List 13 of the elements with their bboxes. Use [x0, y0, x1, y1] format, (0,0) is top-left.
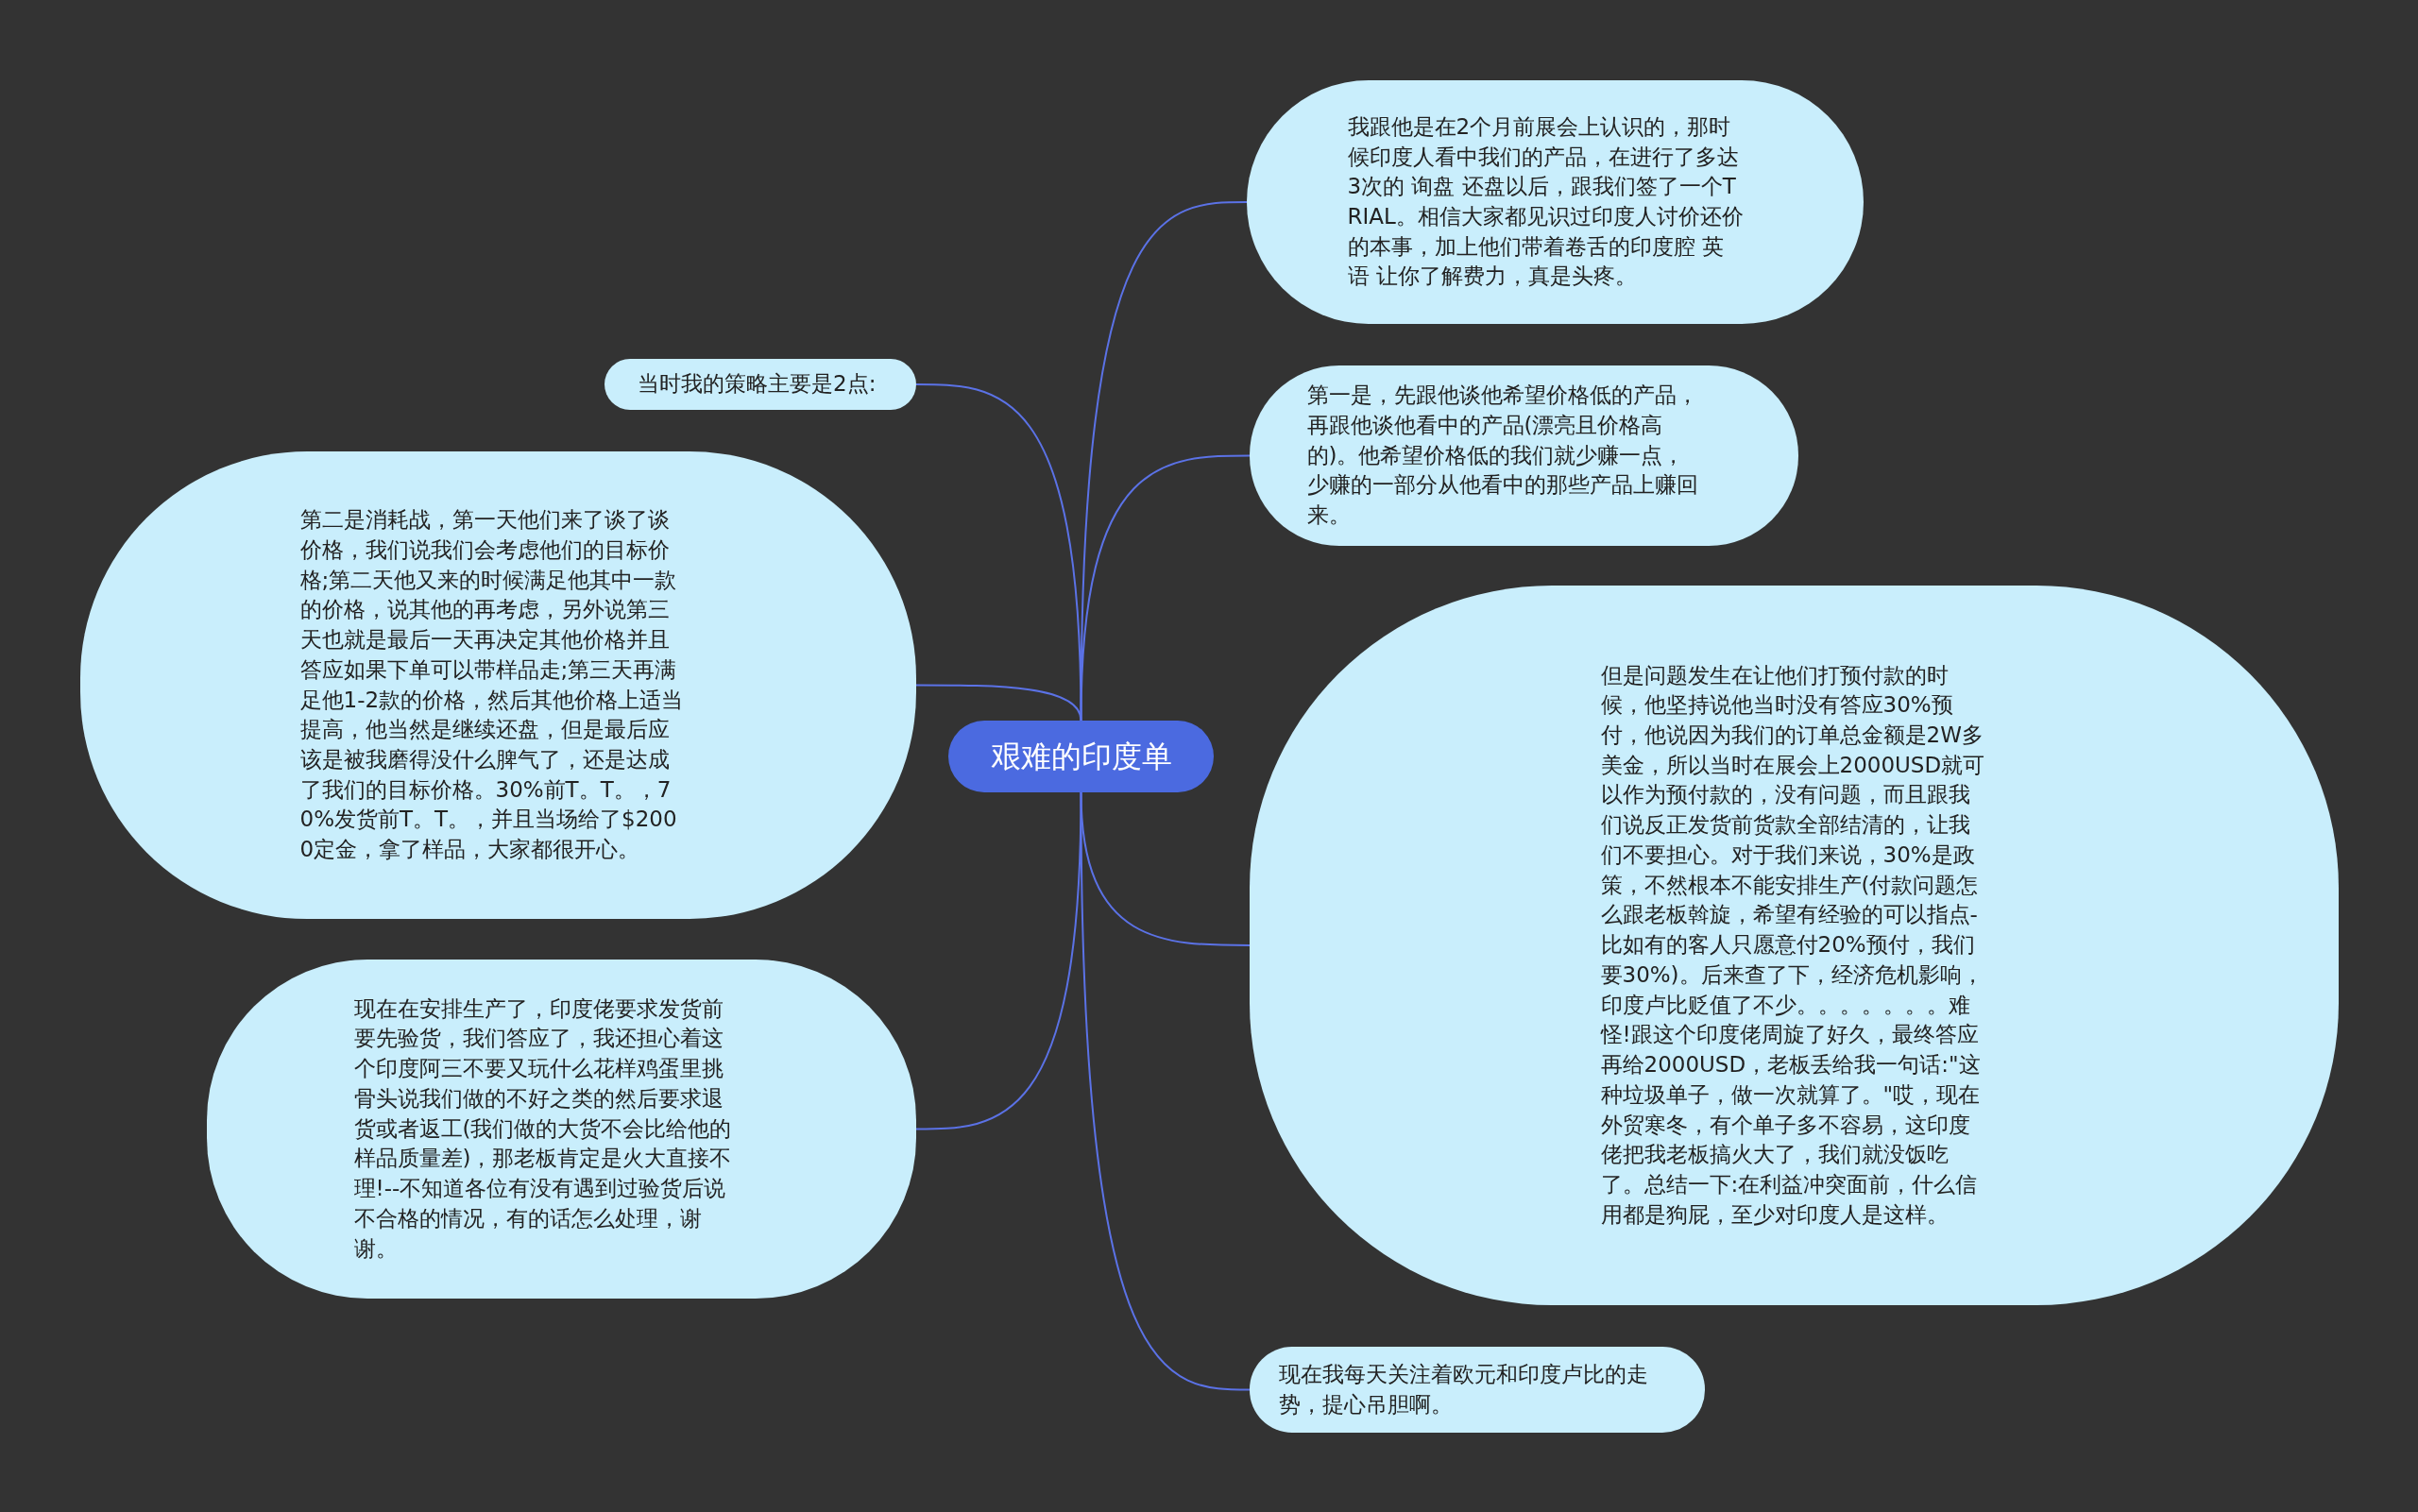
connector-line [915, 684, 1082, 722]
topic-bubble [604, 359, 916, 410]
topic-text: 第二是消耗战，第一天他们来了谈了谈价格，我们说我们会考虑他们的目标价格;第二天他又来的时候满足他其中一款的价格，说其他的再考虑，另外说第三天也就是最后一天再决定其他价格并且答应如果下单可以带样品走;第三天再满足他1-2款的价格，然后其他价格上适当提高，他当然是继续还盘，但是最后应该是被我磨得没什么脾气了，还是达成了我们的目标价格。30%前T。T。，70%发货前T。T。，并且当场给了$2000定金，拿了样品，大家都很开心。 [299, 506, 685, 864]
connector-line [915, 791, 1082, 1130]
topic-text: 我跟他是在2个月前展会上认识的，那时候印度人看中我们的产品，在进行了多达3次的 询盘 还盘以后，跟我们签了一个TRIAL。相信大家都见识过印度人讨价还价的本事，加上他们带着卷舌的印度腔 英语 让你了解费力，真是头疼。 [1347, 112, 1745, 291]
topic-text: 现在我每天关注着欧元和印度卢比的走势，提心吊胆啊。 [1279, 1360, 1649, 1419]
topic-title: 艰难的印度单 [989, 738, 1173, 775]
connector-line [1080, 791, 1251, 1391]
topic-text: 当时我的策略主要是2点: [638, 370, 877, 399]
topic-text: 现在在安排生产了，印度佬要求发货前要先验货，我们答应了，我还担心着这个印度阿三不要又玩什么花样鸡蛋里挑骨头说我们做的不好之类的然后要求退货或者返工(我们做的大货不会比给他的样品质量差)，那老板肯定是火大直接不理!--不知道各位有没有遇到过验货后说不合格的情况，有的话怎么处理，谢谢。 [353, 994, 733, 1263]
topic-text: 但是问题发生在让他们打预付款的时候，他坚持说他当时没有答应30%预付，他说因为我们的订单总金额是2W多美金，所以当时在展会上2000USD就可以作为预付款的，没有问题，而且跟我们说反正发货前货款全部结清的，让我们不要担心。对于我们来说，30%是政策，不然根本不能安排生产(付款问题怎么跟老板斡旋，希望有经验的可以指点-比如有的客人只愿意付20%预付，我们要30%)。后来查了下，经济危机影响，印度卢比贬值了不少。。。。。。。难怪!跟这个印度佬周旋了好久，最终答应再给2000USD，老板丢给我一句话:"这种垃圾单子，做一次就算了。"哎，现在外贸寒冬，有个单子多不容易，这印度佬把我老板搞火大了，我们就没饭吃了。总结一下:在利益冲突面前，什么信用都是狗屁，至少对印度人是这样。 [1600, 661, 1986, 1229]
topic-text: 第一是，先跟他谈他希望价格低的产品，再跟他谈他看中的产品(漂亮且价格高的)。他希望价格低的我们就少赚一点，少赚的一部分从他看中的那些产品上赚回来。 [1306, 382, 1699, 530]
connector-line [1080, 454, 1251, 722]
